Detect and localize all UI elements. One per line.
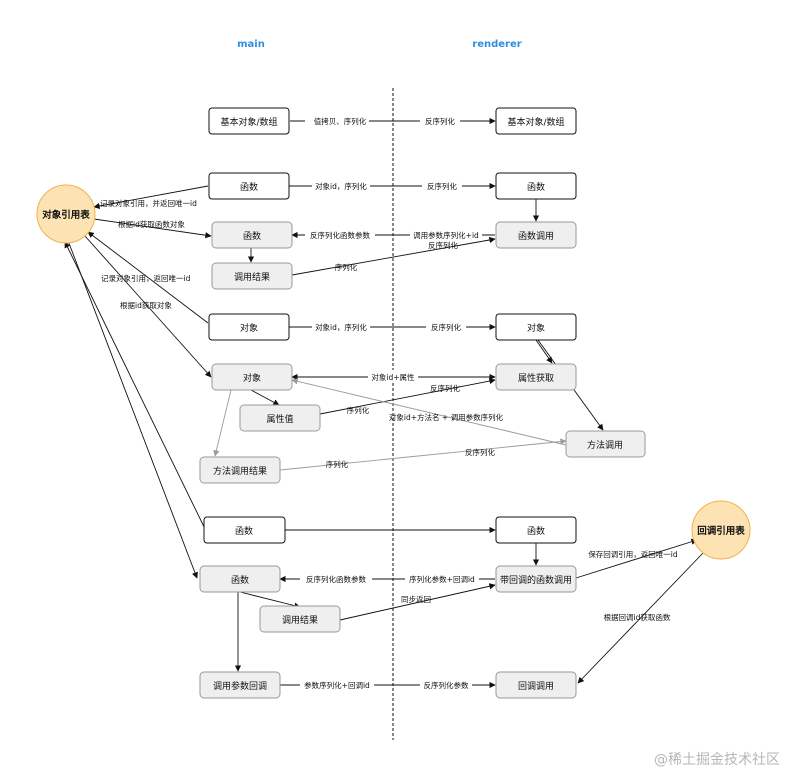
basic-object-renderer-node: 基本对象/数组 [495, 107, 577, 135]
edge-cb-fn-call-to-cb-table [575, 538, 698, 579]
label-call-params-serialize-id: 调用参数序列化+id [413, 230, 479, 240]
gray-edges [213, 378, 567, 471]
edge-obj-table-to-obj-main-2 [84, 235, 212, 378]
function-call-renderer-node: 函数调用 [495, 221, 577, 249]
callback-function-call-node: 带回调的函数调用 [495, 565, 577, 593]
edge-obj-main-to-obj-table-record [87, 231, 209, 324]
label-deserialize-6: 反序列化 [465, 447, 495, 457]
edge-call-result-to-fn-call [291, 236, 496, 276]
svg-text:函数: 函数 [243, 230, 261, 242]
label-objid-serialize-1: 对象id，序列化 [315, 181, 367, 191]
label-serialize-3: 序列化 [326, 459, 349, 469]
svg-text:方法调用: 方法调用 [587, 439, 623, 451]
edge-obj-main-2-to-prop-value [250, 389, 280, 406]
edge-fn-main-4-to-call-result-2 [239, 591, 301, 609]
label-params-serialize-cbid: 参数序列化+回调id [304, 680, 370, 690]
label-objid-serialize-2: 对象id，序列化 [315, 322, 367, 332]
svg-text:属性值: 属性值 [266, 413, 293, 425]
edge-cb-table-to-cb-call [577, 552, 704, 684]
edge-method-result-to-method-call [279, 438, 567, 471]
function-main-node-1: 函数 [208, 172, 290, 200]
svg-text:对象引用表: 对象引用表 [42, 209, 90, 221]
label-objid-prop: 对象id+属性 [371, 372, 415, 382]
object-renderer-node: 对象 [495, 313, 577, 341]
edge-obj-main-2-to-method-result [213, 389, 232, 457]
svg-text:调用结果: 调用结果 [234, 271, 270, 283]
label-deserialize-3: 反序列化 [428, 240, 458, 250]
svg-text:函数: 函数 [240, 181, 258, 193]
function-renderer-node-3: 函数 [495, 516, 577, 544]
basic-object-main-node: 基本对象/数组 [208, 107, 290, 135]
svg-text:函数: 函数 [235, 525, 253, 537]
label-deserialize-fn-params: 反序列化函数参数 [310, 230, 370, 240]
edge-call-result-2-to-cb-fn-call [339, 583, 496, 621]
function-renderer-node-1: 函数 [495, 172, 577, 200]
object-main-node-2: 对象 [211, 363, 293, 391]
svg-text:回调调用: 回调调用 [518, 681, 554, 692]
label-serialize-2: 序列化 [347, 405, 370, 415]
renderer-column-header: renderer [472, 39, 521, 50]
label-serialize-1: 序列化 [335, 262, 358, 272]
svg-text:函数: 函数 [231, 574, 249, 586]
object-reference-table-node: 对象引用表 [36, 184, 96, 244]
function-main-node-4: 函数 [199, 565, 281, 593]
edge-fn-main-4-to-obj-table [64, 241, 209, 536]
call-result-node-2: 调用结果 [259, 605, 341, 633]
call-result-node-1: 调用结果 [211, 262, 293, 290]
label-deserialize-fn-params-2: 反序列化函数参数 [306, 574, 366, 584]
function-main-node-3: 函数 [203, 516, 286, 544]
edge-prop-value-to-prop-get [319, 377, 496, 415]
call-param-callback-node: 调用参数回调 [199, 671, 281, 699]
object-main-node-1: 对象 [208, 313, 290, 341]
label-record-fn-ref: 记录对象引用，并返回唯一id [100, 198, 197, 208]
svg-text:函数调用: 函数调用 [518, 230, 554, 242]
label-sync-return: 同步返回 [401, 595, 431, 604]
svg-text:属性获取: 属性获取 [518, 372, 554, 384]
svg-text:方法调用结果: 方法调用结果 [213, 465, 267, 477]
label-deserialize-5: 反序列化 [430, 383, 460, 393]
watermark-text: @稀土掘金技术社区 [654, 752, 780, 768]
property-get-node: 属性获取 [495, 363, 577, 391]
label-deserialize-4: 反序列化 [431, 322, 461, 332]
svg-text:对象: 对象 [243, 372, 261, 384]
property-value-node: 属性值 [239, 404, 321, 432]
label-get-fn-by-id: 根据id获取函数对象 [118, 219, 185, 229]
label-deserialize-1: 反序列化 [425, 116, 455, 126]
label-get-fn-by-cbid: 根据回调id获取函数 [604, 612, 671, 622]
svg-text:调用参数回调: 调用参数回调 [213, 680, 267, 692]
svg-text:调用结果: 调用结果 [282, 614, 318, 626]
edge-obj-table-to-fn-main-2 [93, 218, 212, 239]
label-save-cb-ref: 保存回调引用，返回唯一id [588, 549, 678, 559]
callback-reference-table-node: 回调引用表 [691, 500, 751, 560]
label-get-obj-by-id: 根据id获取对象 [120, 300, 172, 310]
edge-obj-renderer-to-prop-get [535, 339, 553, 364]
svg-text:函数: 函数 [527, 525, 545, 537]
edge-method-call-to-obj-main-2 [291, 378, 567, 446]
edge-labels: 值拷贝、序列化 反序列化 记录对象引用，并返回唯一id 根据id获取函数对象 对… [100, 114, 678, 691]
function-main-node-2: 函数 [211, 221, 293, 249]
svg-text:函数: 函数 [527, 181, 545, 193]
svg-text:回调引用表: 回调引用表 [697, 525, 745, 537]
svg-text:对象: 对象 [527, 322, 545, 334]
main-column-header: main [237, 39, 265, 50]
label-serialize-params-cbid: 序列化参数+回调id [409, 574, 475, 584]
label-copy-serialize: 值拷贝、序列化 [314, 116, 367, 126]
edge-obj-table-to-fn-main-4 [66, 237, 198, 579]
svg-text:基本对象/数组: 基本对象/数组 [220, 116, 277, 128]
method-call-result-node: 方法调用结果 [199, 456, 281, 484]
svg-text:带回调的函数调用: 带回调的函数调用 [500, 574, 572, 586]
callback-call-node: 回调调用 [495, 671, 577, 699]
label-record-obj-ref: 记录对象引用，返回唯一id [101, 273, 191, 283]
label-deserialize-2: 反序列化 [427, 181, 457, 191]
svg-text:对象: 对象 [240, 322, 258, 334]
method-call-node: 方法调用 [565, 430, 646, 458]
label-deserialize-params: 反序列化参数 [424, 680, 469, 690]
svg-text:基本对象/数组: 基本对象/数组 [507, 116, 564, 128]
edge-fn-main-to-obj-table-record [93, 185, 209, 210]
label-objid-method-params: 对象id+方法名 + 调用参数序列化 [389, 412, 504, 422]
